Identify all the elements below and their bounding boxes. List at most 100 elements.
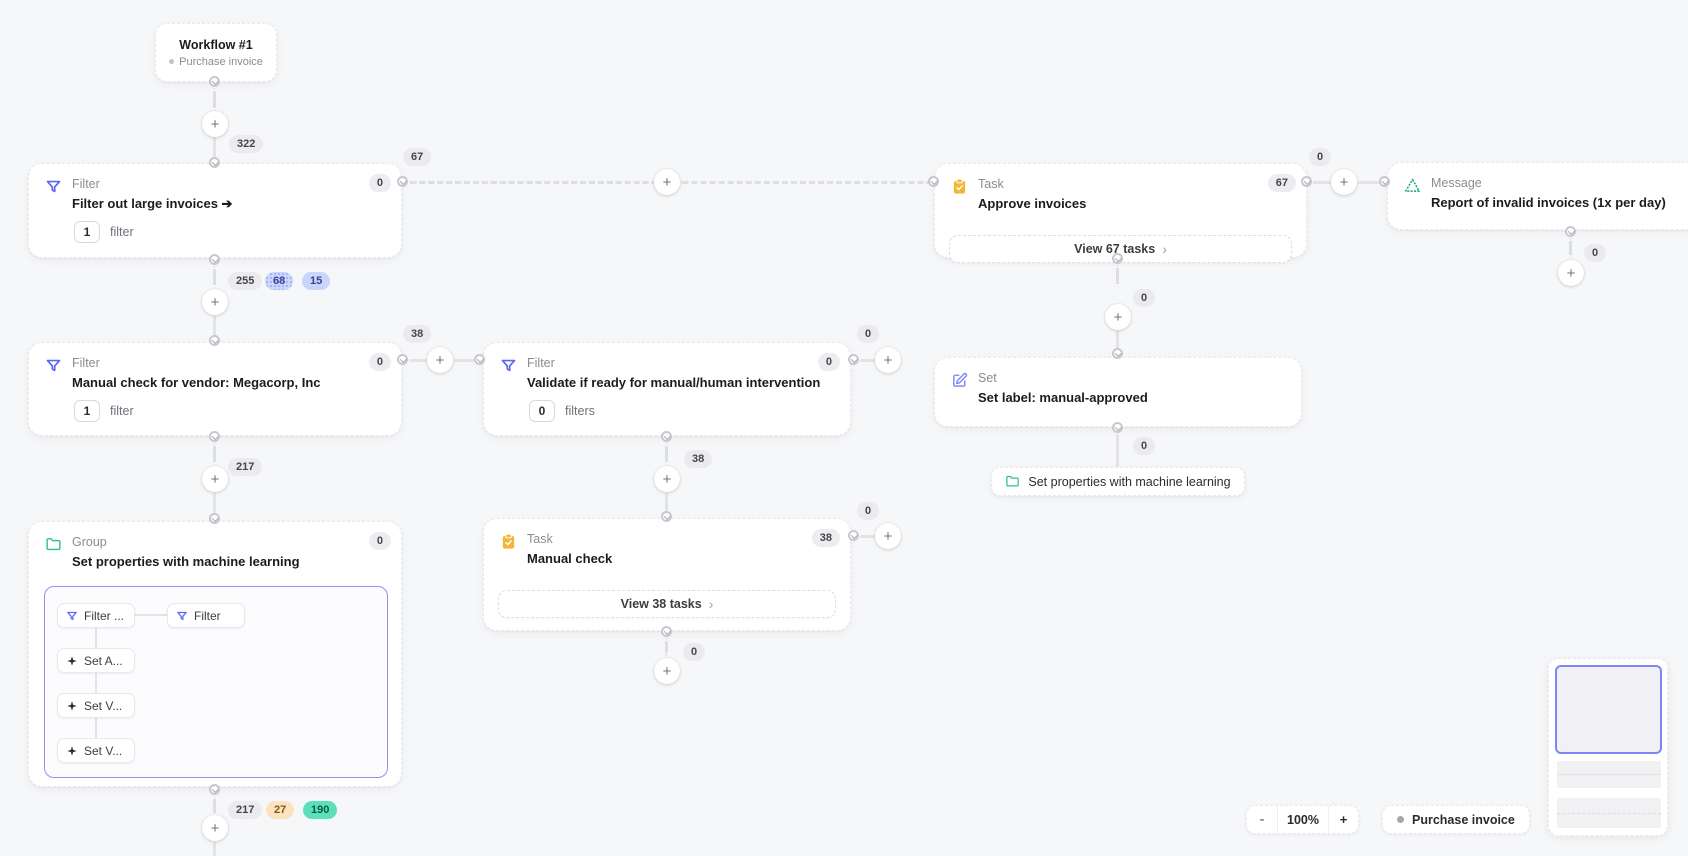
node-task-manual-check[interactable]: Task Manual check View 38 tasks › 38 xyxy=(483,518,851,631)
connector-dot[interactable] xyxy=(848,354,859,365)
filter-count-box[interactable]: 1 xyxy=(74,221,100,243)
node-workflow-start[interactable]: Workflow #1 Purchase invoice xyxy=(155,23,277,82)
message-icon xyxy=(1404,177,1421,194)
add-step-button[interactable]: + xyxy=(202,815,228,841)
mini-node-label: Set V... xyxy=(84,698,123,713)
node-type-label: Task xyxy=(527,532,553,546)
entity-filter-button[interactable]: Purchase invoice xyxy=(1382,805,1530,834)
entity-dot-icon xyxy=(1397,816,1404,823)
edge-line xyxy=(213,316,216,336)
sparkle-icon xyxy=(67,655,77,666)
node-task-approve-invoices[interactable]: Task Approve invoices View 67 tasks › 67 xyxy=(934,163,1307,263)
add-step-button[interactable]: + xyxy=(875,523,901,549)
view-tasks-label: View 67 tasks xyxy=(1074,242,1156,256)
add-step-button[interactable]: + xyxy=(202,289,228,315)
add-step-button[interactable]: + xyxy=(654,658,680,684)
zoom-control[interactable]: - 100% + xyxy=(1246,805,1359,834)
mini-node-label: Filter xyxy=(194,608,221,623)
group-child-set-3[interactable]: Set V... xyxy=(57,738,135,763)
add-step-button[interactable]: + xyxy=(1105,304,1131,330)
node-filter-validate[interactable]: Filter Validate if ready for manual/huma… xyxy=(483,342,851,436)
edge-line xyxy=(213,493,216,513)
connector-dot[interactable] xyxy=(1112,422,1123,433)
edge-line xyxy=(1569,238,1572,258)
records-badge: 0 xyxy=(368,532,391,550)
zoom-in-button[interactable]: + xyxy=(1339,812,1348,827)
connector-dot[interactable] xyxy=(661,431,672,442)
node-message-report[interactable]: Message Report of invalid invoices (1x p… xyxy=(1387,162,1688,230)
filter-count-label: filters xyxy=(565,404,595,418)
connector-dot[interactable] xyxy=(209,431,220,442)
filter-count-box[interactable]: 0 xyxy=(529,400,555,422)
node-group-ml[interactable]: Group Set properties with machine learni… xyxy=(28,521,402,787)
pill-set-properties-ml[interactable]: Set properties with machine learning xyxy=(991,467,1245,496)
record-count-badge: 68 xyxy=(265,272,294,290)
edge-line xyxy=(665,493,668,511)
add-step-button[interactable]: + xyxy=(427,347,453,373)
edge-line xyxy=(213,443,216,465)
add-step-button[interactable]: + xyxy=(1331,169,1357,195)
connector-dot[interactable] xyxy=(209,335,220,346)
add-step-button[interactable]: + xyxy=(1558,260,1584,286)
edge-line xyxy=(213,266,216,288)
connector-dot[interactable] xyxy=(928,176,939,187)
node-title: Report of invalid invoices (1x per day) xyxy=(1431,195,1666,210)
edge-line xyxy=(95,628,97,648)
connector-dot[interactable] xyxy=(209,513,220,524)
node-title: Manual check for vendor: Megacorp, Inc xyxy=(72,375,321,390)
minimap-node-block xyxy=(1557,798,1661,828)
filter-icon xyxy=(67,611,77,620)
chevron-right-icon: › xyxy=(708,595,714,612)
connector-dot[interactable] xyxy=(397,354,408,365)
connector-dot[interactable] xyxy=(209,76,220,87)
record-count-badge: 0 xyxy=(1133,289,1156,307)
mini-node-label: Set V... xyxy=(84,743,123,758)
add-step-button[interactable]: + xyxy=(202,466,228,492)
connector-dot[interactable] xyxy=(661,626,672,637)
node-filter-vendor-check[interactable]: Filter Manual check for vendor: Megacorp… xyxy=(28,342,402,436)
node-set-label[interactable]: Set Set label: manual-approved xyxy=(934,357,1302,427)
edge-line xyxy=(1313,181,1331,184)
edge-line xyxy=(1116,265,1119,287)
zoom-level[interactable]: 100% xyxy=(1277,806,1329,833)
edge-line xyxy=(213,88,216,111)
connector-dot[interactable] xyxy=(397,176,408,187)
connector-dot[interactable] xyxy=(1379,176,1390,187)
connector-dot[interactable] xyxy=(1301,176,1312,187)
node-title: Validate if ready for manual/human inter… xyxy=(527,375,821,390)
record-count-badge: 217 xyxy=(228,801,263,819)
view-tasks-label: View 38 tasks xyxy=(620,597,702,611)
connector-dot[interactable] xyxy=(209,784,220,795)
connector-dot[interactable] xyxy=(474,354,485,365)
group-child-set-1[interactable]: Set A... xyxy=(57,648,135,673)
connector-dot[interactable] xyxy=(848,530,859,541)
group-child-filter-2[interactable]: Filter xyxy=(167,603,245,628)
connector-dot[interactable] xyxy=(1565,226,1576,237)
edge-line xyxy=(409,359,427,362)
folder-icon xyxy=(1006,475,1020,487)
record-count-badge: 190 xyxy=(303,801,338,819)
node-filter-large-invoices[interactable]: Filter Filter out large invoices ➔ 1 fil… xyxy=(28,163,402,258)
add-step-button[interactable]: + xyxy=(654,466,680,492)
view-tasks-button[interactable]: View 38 tasks › xyxy=(498,590,836,618)
add-step-button[interactable]: + xyxy=(875,347,901,373)
connector-dot[interactable] xyxy=(1112,253,1123,264)
record-count-badge: 0 xyxy=(1309,148,1332,166)
connector-dot[interactable] xyxy=(1112,348,1123,359)
filter-count-box[interactable]: 1 xyxy=(74,400,100,422)
connector-dot[interactable] xyxy=(661,511,672,522)
record-count-badge: 217 xyxy=(228,458,263,476)
add-step-button[interactable]: + xyxy=(202,111,228,137)
group-child-filter-1[interactable]: Filter ... xyxy=(57,603,135,628)
add-step-button[interactable]: + xyxy=(654,169,680,195)
connector-dot[interactable] xyxy=(209,157,220,168)
minimap-viewport[interactable] xyxy=(1555,665,1662,754)
edge-line xyxy=(860,359,875,362)
group-subgraph-container[interactable]: Filter ... Filter Set A... Set V... Set … xyxy=(44,586,388,778)
group-child-set-2[interactable]: Set V... xyxy=(57,693,135,718)
node-type-label: Filter xyxy=(72,177,100,191)
minimap[interactable] xyxy=(1548,658,1668,836)
zoom-out-button[interactable]: - xyxy=(1259,811,1265,828)
connector-dot[interactable] xyxy=(209,254,220,265)
